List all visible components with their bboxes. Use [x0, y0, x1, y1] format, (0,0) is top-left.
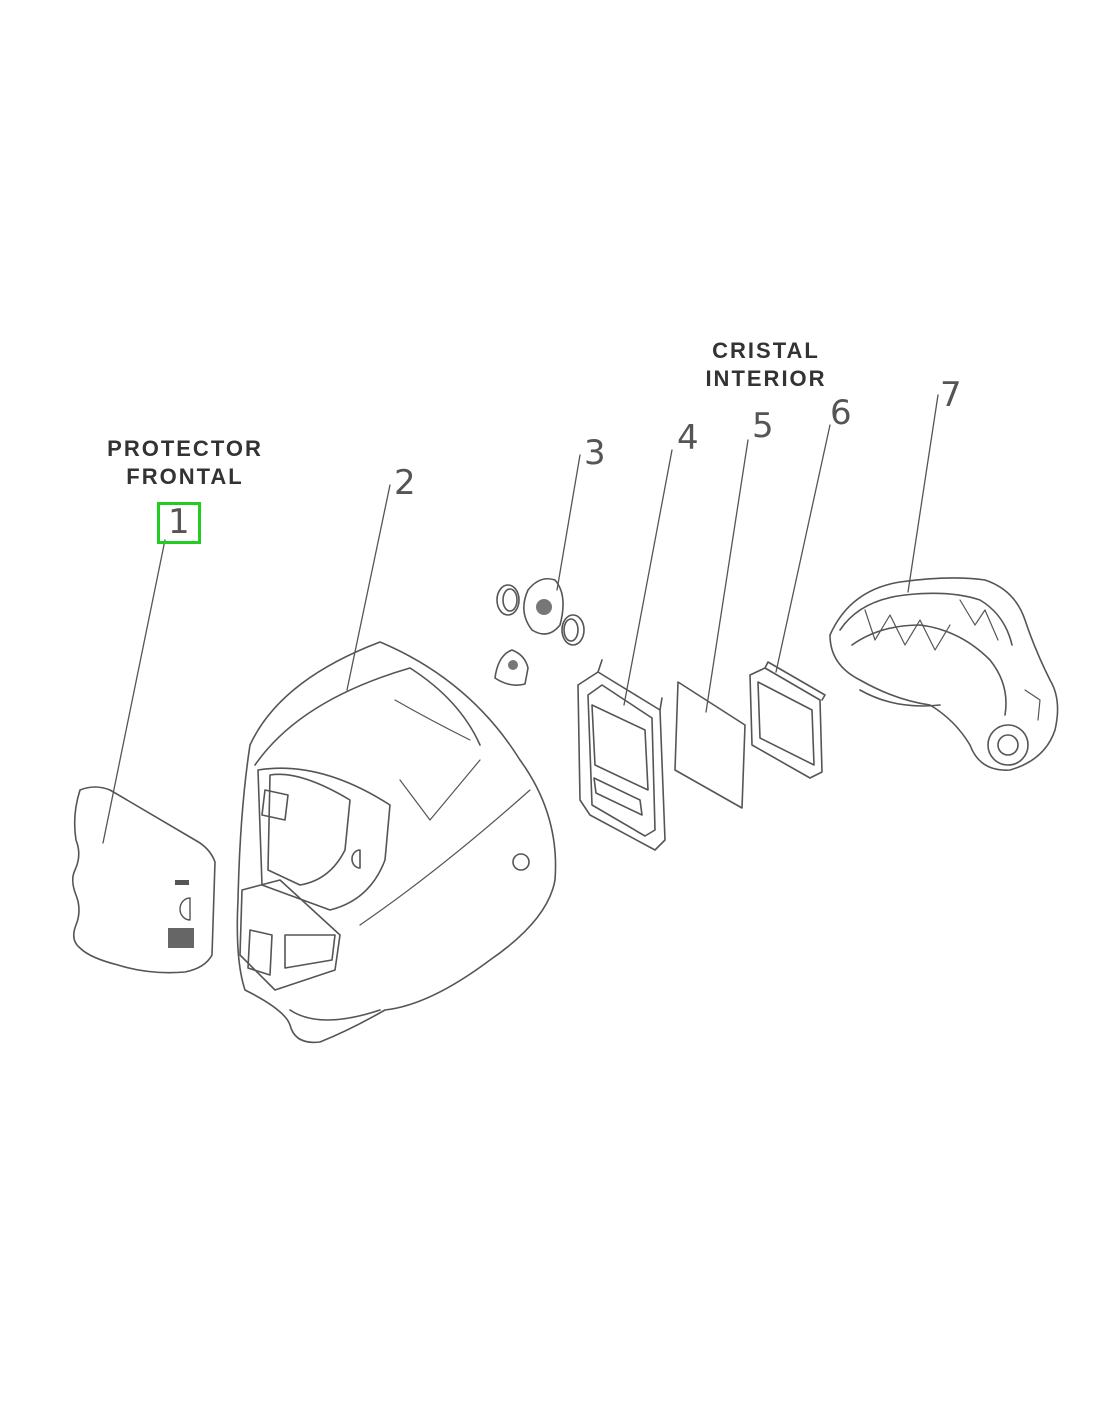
part-number-4[interactable]: 4 [677, 418, 699, 458]
label-cristal-line2: INTERIOR [705, 366, 827, 391]
part-2-helmet-shell [236, 484, 557, 1044]
part-4-lens-holder-frame [577, 449, 673, 851]
part-1-front-cover-lens [71, 539, 216, 974]
part-6-filter-cartridge [749, 424, 831, 779]
part-number-2[interactable]: 2 [394, 463, 416, 503]
label-protector-frontal: PROTECTOR FRONTAL [80, 435, 290, 491]
part-number-1[interactable]: 1 [168, 502, 190, 542]
part-number-7[interactable]: 7 [940, 375, 962, 415]
label-protector-line2: FRONTAL [126, 464, 244, 489]
part-number-6[interactable]: 6 [830, 393, 852, 433]
label-cristal-interior: CRISTAL INTERIOR [668, 337, 864, 393]
part-number-3[interactable]: 3 [584, 433, 606, 473]
part-1-highlight-box [157, 502, 201, 544]
part-7-headgear [829, 394, 1059, 771]
part-number-5[interactable]: 5 [752, 406, 774, 446]
part-3-sensor-module [494, 454, 585, 686]
label-protector-line1: PROTECTOR [107, 436, 263, 461]
label-cristal-line1: CRISTAL [712, 338, 820, 363]
part-5-inner-lens [674, 439, 749, 809]
